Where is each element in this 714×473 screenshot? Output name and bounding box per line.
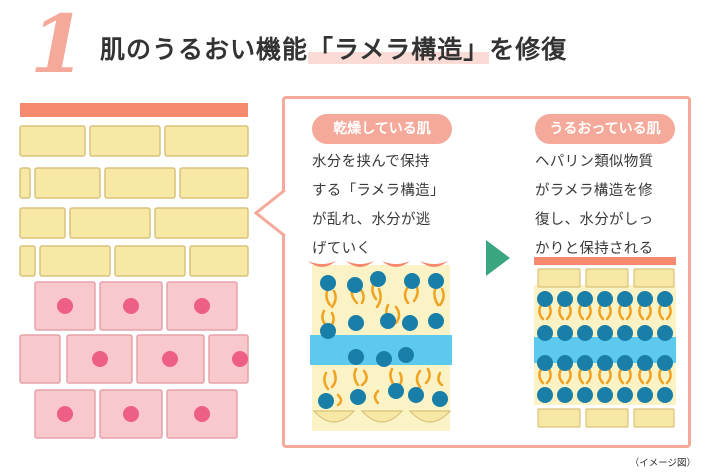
- moist-skin-label: うるおっている肌: [535, 114, 675, 144]
- stratum-corneum: [19, 125, 249, 277]
- callout-pointer: [254, 188, 286, 238]
- living-cells: [19, 281, 249, 439]
- dry-skin-description: 水分を挟んで保持 する「ラメラ構造」 が乱れ、水分が逃 げていく: [312, 148, 445, 264]
- title-highlight: 「ラメラ構造」: [308, 35, 490, 64]
- dry-line-1: 水分を挟んで保持: [312, 154, 430, 170]
- moist-line-1: ヘパリン類似物質: [535, 154, 654, 170]
- page-title: 肌のうるおい機能「ラメラ構造」を修復: [100, 30, 567, 66]
- moist-skin-illustration: [534, 257, 676, 428]
- step-number: 1: [30, 0, 86, 91]
- arrow-right-icon: [486, 240, 510, 276]
- dry-skin-label: 乾燥している肌: [312, 114, 452, 144]
- dry-line-2: する「ラメラ構造」: [312, 183, 445, 199]
- moist-line-2: がラメラ構造を修: [535, 183, 653, 199]
- dry-line-4: げていく: [312, 241, 372, 257]
- dry-skin-illustration: [308, 261, 452, 431]
- skin-cross-section: [19, 103, 249, 439]
- moist-line-4: かりと保持される: [535, 241, 654, 257]
- title-text-end: を修復: [489, 35, 568, 64]
- moist-line-3: 復し、水分がしっ: [535, 212, 654, 228]
- skin-surface-layer: [20, 103, 248, 117]
- dry-line-3: が乱れ、水分が逃: [312, 212, 431, 228]
- image-caption: （イメージ図）: [629, 458, 696, 469]
- title-text: 肌のうるおい機能: [100, 35, 309, 64]
- moist-skin-description: ヘパリン類似物質 がラメラ構造を修 復し、水分がしっ かりと保持される: [535, 148, 653, 264]
